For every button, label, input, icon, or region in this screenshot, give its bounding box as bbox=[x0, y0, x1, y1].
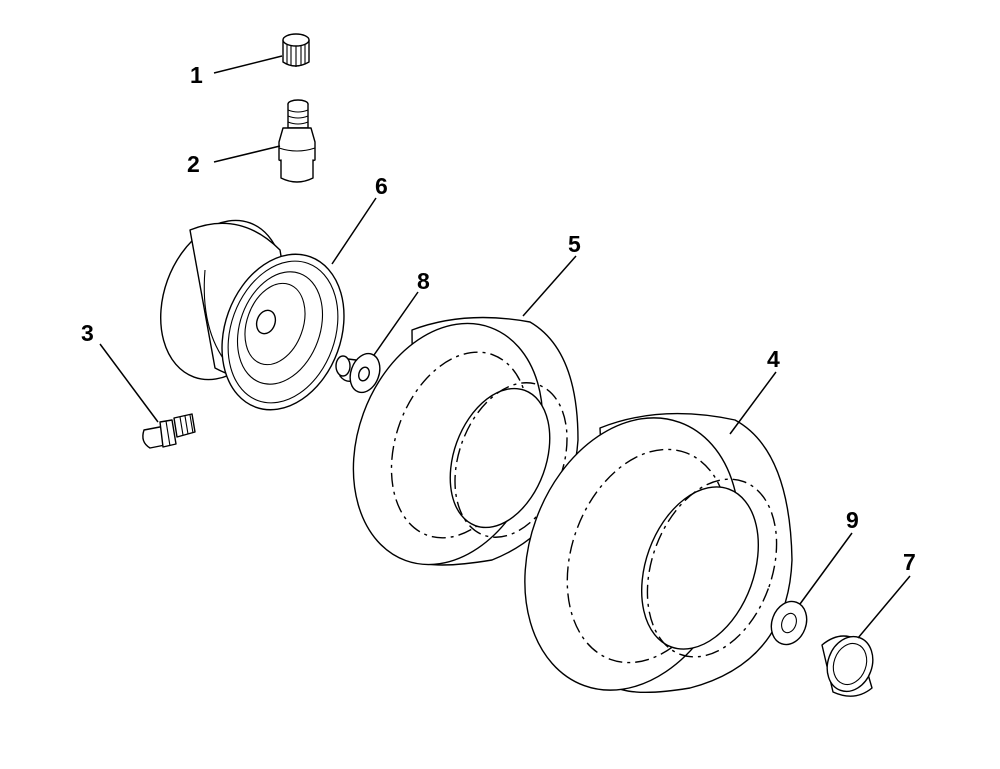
wheel-rim bbox=[160, 219, 345, 411]
callout-8: 8 bbox=[417, 268, 430, 294]
callout-9: 9 bbox=[846, 507, 859, 533]
bushing bbox=[821, 635, 874, 697]
leader-line-8 bbox=[373, 291, 419, 356]
callout-labels: 1 2 3 4 5 6 7 8 9 bbox=[81, 62, 916, 575]
leader-lines bbox=[99, 55, 911, 639]
callout-4: 4 bbox=[767, 346, 780, 372]
valve-stem bbox=[278, 99, 316, 183]
leader-line-7 bbox=[857, 575, 911, 639]
rear-tire bbox=[524, 412, 793, 694]
leader-line-5 bbox=[522, 255, 577, 317]
callout-5: 5 bbox=[568, 231, 581, 257]
leader-line-6 bbox=[331, 197, 377, 265]
leader-line-2 bbox=[213, 145, 281, 163]
grease-fitting bbox=[142, 413, 196, 449]
valve-cap bbox=[282, 33, 310, 67]
leader-line-1 bbox=[213, 55, 283, 74]
callout-6: 6 bbox=[375, 173, 388, 199]
callout-7: 7 bbox=[903, 549, 916, 575]
callout-1: 1 bbox=[190, 62, 203, 88]
washer bbox=[770, 600, 808, 646]
leader-line-3 bbox=[99, 343, 159, 423]
callout-3: 3 bbox=[81, 320, 94, 346]
leader-line-4 bbox=[729, 371, 777, 435]
front-tire bbox=[352, 316, 579, 566]
leader-line-9 bbox=[799, 532, 853, 605]
flange-bushing bbox=[335, 352, 381, 394]
callout-2: 2 bbox=[187, 151, 200, 177]
